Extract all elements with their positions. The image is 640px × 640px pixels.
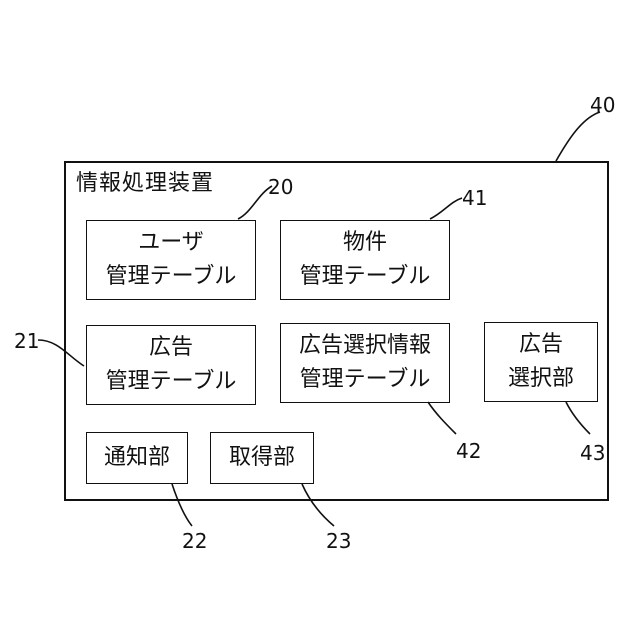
ad-selection-unit: 広告 選択部	[484, 322, 598, 402]
device-title: 情報処理装置	[76, 170, 214, 198]
ref-label-43: 43	[580, 442, 605, 464]
ref-label-20: 20	[268, 176, 293, 198]
ref-label-42: 42	[456, 440, 481, 462]
ad-selection-unit-line1: 広告	[519, 328, 563, 362]
ref-label-21: 21	[14, 330, 39, 352]
notification-unit: 通知部	[86, 432, 188, 484]
ref-label-40: 40	[590, 94, 615, 116]
notification-unit-label: 通知部	[104, 441, 170, 475]
user-table-line1: ユーザ	[138, 226, 204, 260]
user-table-line2: 管理テーブル	[106, 260, 237, 294]
ref-label-22: 22	[182, 530, 207, 552]
property-table-line2: 管理テーブル	[300, 260, 431, 294]
ref-label-23: 23	[326, 530, 351, 552]
user-management-table: ユーザ 管理テーブル	[86, 220, 256, 300]
acquisition-unit: 取得部	[210, 432, 314, 484]
ad-selection-unit-line2: 選択部	[508, 362, 574, 396]
ad-table-line1: 広告	[149, 331, 193, 365]
ad-selection-table-line1: 広告選択情報	[299, 329, 431, 363]
ad-table-line2: 管理テーブル	[106, 365, 237, 399]
leader-40	[556, 112, 600, 161]
ad-selection-table-line2: 管理テーブル	[300, 363, 431, 397]
ref-label-41: 41	[462, 187, 487, 209]
property-management-table: 物件 管理テーブル	[280, 220, 450, 300]
ad-management-table: 広告 管理テーブル	[86, 325, 256, 405]
ad-selection-info-management-table: 広告選択情報 管理テーブル	[280, 323, 450, 403]
property-table-line1: 物件	[343, 226, 387, 260]
acquisition-unit-label: 取得部	[229, 441, 295, 475]
